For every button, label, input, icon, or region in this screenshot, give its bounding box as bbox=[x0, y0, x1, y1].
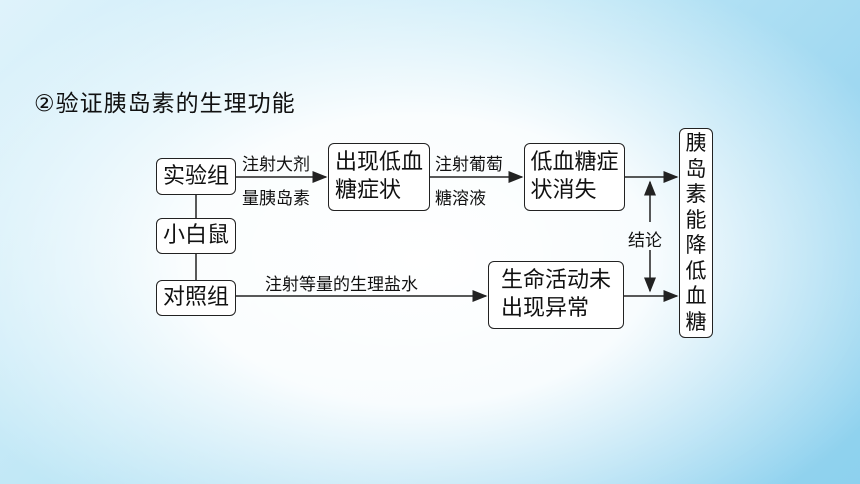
node-mouse: 小白鼠 bbox=[156, 218, 236, 254]
conclusion-char: 能 bbox=[685, 207, 707, 232]
node-experimental-group-label: 实验组 bbox=[162, 163, 229, 189]
edge-inject-glucose-bottom: 糖溶液 bbox=[435, 189, 486, 209]
node-symptom-disappear-line2: 状消失 bbox=[530, 178, 597, 203]
edge-inject-insulin-top: 注射大剂 bbox=[242, 155, 310, 175]
edge-inject-saline: 注射等量的生理盐水 bbox=[265, 275, 418, 295]
edge-inject-insulin-bottom: 量胰岛素 bbox=[242, 189, 310, 209]
conclusion-label: 结论 bbox=[628, 231, 662, 251]
node-symptom-disappear: 低血糖症 状消失 bbox=[524, 143, 625, 211]
node-no-abnormality: 生命活动未 出现异常 bbox=[488, 261, 624, 329]
conclusion-char: 糖 bbox=[685, 309, 707, 334]
conclusion-char: 素 bbox=[685, 182, 707, 206]
node-conclusion: 胰 岛 素 能 降 低 血 糖 bbox=[679, 128, 713, 338]
conclusion-char: 降 bbox=[685, 233, 707, 257]
node-hypoglycemia-line1: 出现低血 bbox=[334, 150, 423, 175]
node-experimental-group: 实验组 bbox=[156, 158, 236, 195]
edge-inject-glucose-top: 注射葡萄 bbox=[435, 155, 503, 175]
conclusion-char: 岛 bbox=[685, 156, 707, 181]
node-no-abnormality-line1: 生命活动未 bbox=[500, 268, 611, 293]
node-symptom-disappear-line1: 低血糖症 bbox=[530, 150, 619, 175]
section-title: ②验证胰岛素的生理功能 bbox=[34, 91, 296, 117]
node-no-abnormality-line2: 出现异常 bbox=[500, 296, 589, 321]
node-hypoglycemia-line2: 糖症状 bbox=[334, 178, 401, 203]
node-mouse-label: 小白鼠 bbox=[162, 223, 229, 248]
node-hypoglycemia-symptom: 出现低血 糖症状 bbox=[328, 143, 430, 211]
conclusion-char: 胰 bbox=[685, 131, 707, 155]
node-control-group: 对照组 bbox=[156, 280, 236, 316]
node-control-group-label: 对照组 bbox=[162, 285, 229, 310]
conclusion-char: 低 bbox=[685, 258, 707, 283]
conclusion-char: 血 bbox=[685, 284, 707, 308]
